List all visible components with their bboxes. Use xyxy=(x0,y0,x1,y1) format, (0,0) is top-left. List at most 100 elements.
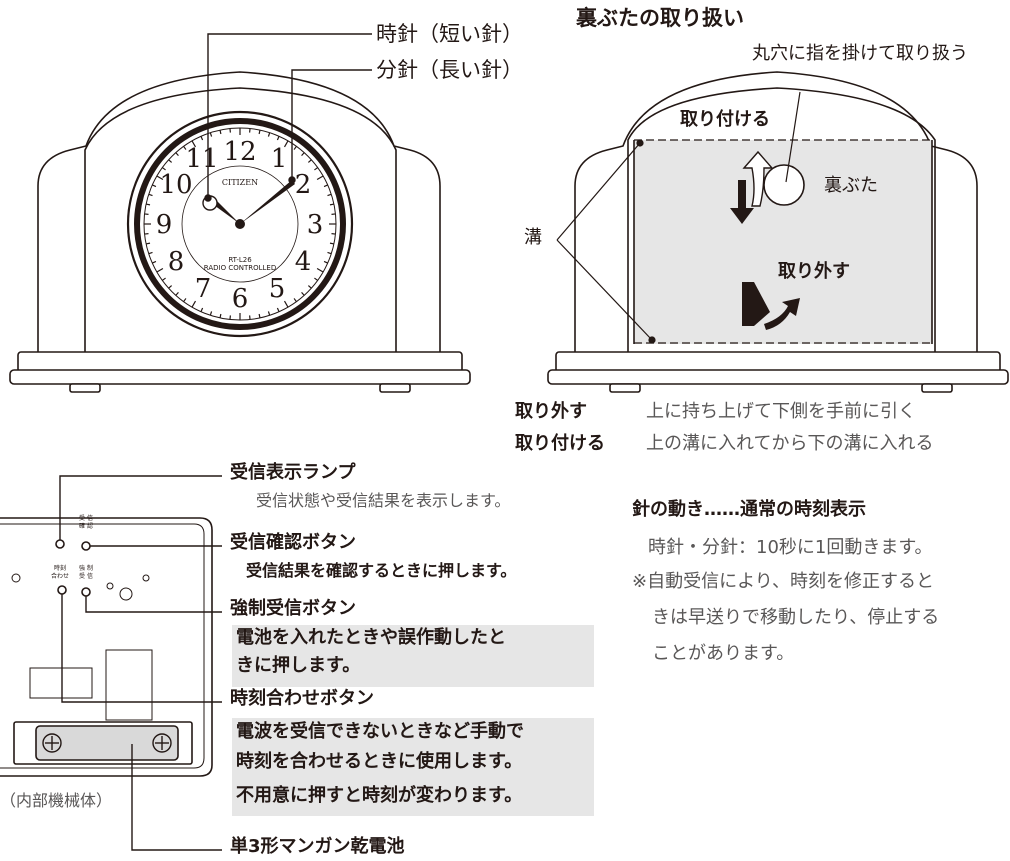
dial-tick xyxy=(301,152,305,157)
front-leaders xyxy=(204,33,372,202)
attach-label: 取り付ける xyxy=(680,109,770,130)
dial-tick xyxy=(209,311,213,316)
groove-label: 溝 xyxy=(524,227,542,248)
dial-tick xyxy=(293,145,297,150)
mechanism-leaders xyxy=(59,475,222,851)
dial-tick xyxy=(219,313,222,319)
hands-info-line4: ことがあります。 xyxy=(652,643,795,664)
dial-tick xyxy=(323,184,328,188)
time-set-warning: 不用意に押すと時刻が変わります。 xyxy=(236,785,523,806)
numeral-2: 2 xyxy=(295,170,312,200)
force-button-highlight xyxy=(232,625,594,687)
dial-tick xyxy=(283,300,289,308)
dial-tick xyxy=(276,307,280,312)
dial-tick xyxy=(152,260,157,264)
dial-tick xyxy=(161,167,166,171)
dial-tick xyxy=(307,285,312,289)
dial-tick xyxy=(200,136,204,141)
dial-tick xyxy=(168,285,173,289)
dial-tick xyxy=(183,145,187,150)
dial-tick xyxy=(327,193,332,197)
numeral-11: 11 xyxy=(185,144,218,174)
back-clock-drawing xyxy=(547,71,1009,393)
dial-model-text: RT-L26 xyxy=(228,256,252,264)
dial-tick xyxy=(175,152,179,157)
instruction-term-attach: 取り付ける xyxy=(515,433,605,454)
hole-note: 丸穴に指を掛けて取り扱う xyxy=(752,43,968,64)
panel-time-label-2: 合わせ xyxy=(51,572,69,580)
instruction-desc-remove: 上に持ち上げて下側を手前に引く xyxy=(646,401,916,422)
dial-tick xyxy=(283,140,289,148)
minute-hand xyxy=(240,180,295,224)
dial-tick xyxy=(209,132,213,137)
dial-tick xyxy=(145,203,151,206)
instruction-desc-attach: 上の溝に入れてから下の溝に入れる xyxy=(646,433,934,454)
dial-tick xyxy=(175,291,179,296)
front-clock-drawing xyxy=(9,71,471,393)
force-button-title: 強制受信ボタン xyxy=(230,598,356,619)
check-button-desc: 受信結果を確認するときに押します。 xyxy=(246,561,517,580)
dial-tick xyxy=(307,159,312,163)
dial-tick xyxy=(148,193,153,197)
dial-tick xyxy=(191,140,197,148)
dial-tick xyxy=(183,298,187,303)
dial-tick xyxy=(258,313,261,319)
hands-info-line2: ※自動受信により、時刻を修正すると xyxy=(632,571,935,592)
time-set-desc-2: 時刻を合わせるときに使用します。 xyxy=(236,751,523,772)
back-leaders xyxy=(556,91,801,344)
reception-lamp-title: 受信表示ランプ xyxy=(230,462,356,483)
numeral-10: 10 xyxy=(159,170,192,200)
dial-tick xyxy=(145,242,151,245)
dial-tick xyxy=(301,291,305,296)
dial-tick xyxy=(148,251,153,255)
numeral-12: 12 xyxy=(223,137,256,167)
attach-arrows xyxy=(730,150,800,330)
dial-ticks xyxy=(144,128,336,320)
numeral-7: 7 xyxy=(195,274,212,304)
dial-tick xyxy=(267,311,271,316)
numeral-1: 1 xyxy=(271,144,288,174)
dial-tick xyxy=(329,203,335,206)
up-arrow-icon xyxy=(742,150,774,207)
dial-tick xyxy=(168,159,173,163)
mechanism-caption: （内部機械体） xyxy=(0,791,113,810)
numeral-9: 9 xyxy=(156,210,173,240)
panel-time-label-1: 時刻 xyxy=(54,564,66,572)
panel-check-label-2: 確 認 xyxy=(79,522,93,530)
dial-tick xyxy=(200,307,204,312)
dial-numerals: 12 1 2 3 4 5 6 7 8 9 10 11 xyxy=(156,137,324,314)
force-button-desc-1: 電池を入れたときや誤作動したと xyxy=(236,627,506,648)
dial-tick xyxy=(276,136,280,141)
pull-arrow-icon xyxy=(764,298,800,330)
dial-radio-text: RADIO CONTROLLED xyxy=(204,264,276,272)
down-arrow-icon xyxy=(730,180,754,224)
dial-tick xyxy=(316,267,324,273)
dial-tick xyxy=(329,242,335,245)
panel-check-label-1: 受 信 xyxy=(79,514,93,522)
dial-tick xyxy=(327,251,332,255)
cover-label: 裏ぶた xyxy=(824,175,878,196)
dial-tick xyxy=(267,132,271,137)
numeral-4: 4 xyxy=(295,247,312,277)
tilt-arrow-icon xyxy=(742,282,770,326)
dial-tick xyxy=(293,298,297,303)
numeral-6: 6 xyxy=(232,284,249,314)
force-button-desc-2: きに押します。 xyxy=(236,655,361,676)
dial-tick xyxy=(314,277,319,281)
hands-info-line1: 時針・分針：10秒に1回動きます。 xyxy=(648,537,933,558)
check-button-title: 受信確認ボタン xyxy=(230,532,356,553)
time-set-highlight xyxy=(232,718,594,816)
clock-hands xyxy=(202,180,295,229)
hands-info-line3: きは早送りで移動したり、停止する xyxy=(652,607,940,628)
dial-tick xyxy=(314,167,319,171)
panel-force-label-2: 受 信 xyxy=(79,572,93,580)
numeral-8: 8 xyxy=(168,247,185,277)
time-set-button-title: 時刻合わせボタン xyxy=(230,688,374,709)
minute-hand-label: 分針（長い針） xyxy=(376,58,523,82)
dial-tick xyxy=(156,175,164,181)
hour-hand-label: 時針（短い針） xyxy=(376,22,523,46)
time-set-desc-1: 電波を受信できないときなど手動で xyxy=(236,721,524,742)
dial-tick xyxy=(219,129,222,135)
remove-label: 取り外す xyxy=(778,261,850,282)
